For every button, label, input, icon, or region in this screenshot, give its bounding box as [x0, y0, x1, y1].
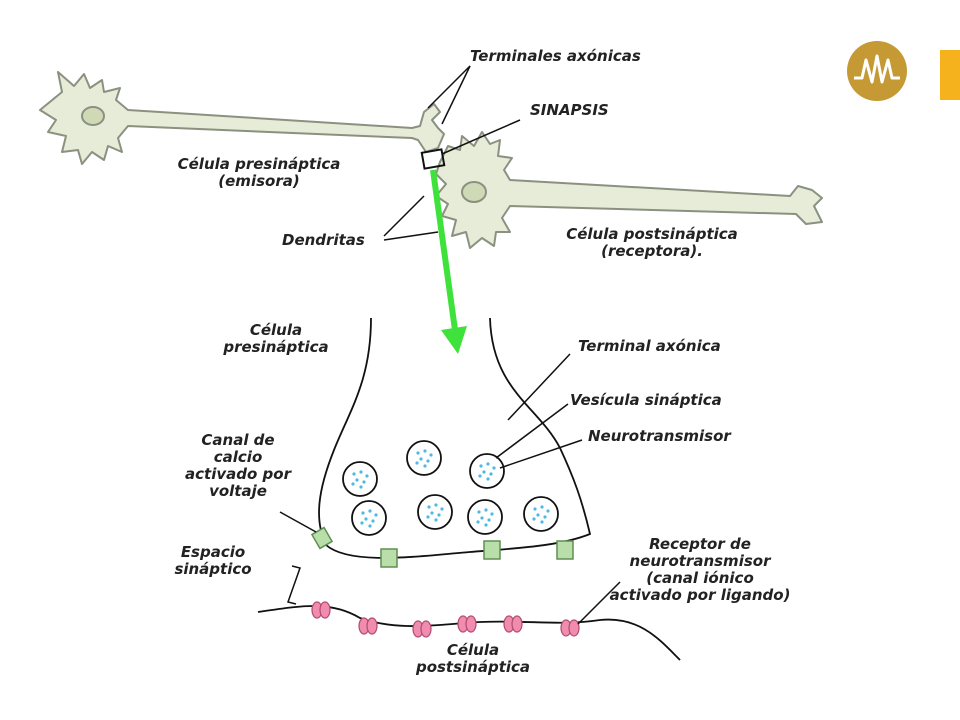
receptor: [412, 620, 432, 638]
label-line: (canal iónico: [646, 569, 754, 587]
presynaptic-neuron: [39, 71, 445, 165]
neurotransmitter-dots: [351, 449, 550, 528]
label-line: Espacio: [180, 543, 246, 561]
label-espacio-sinaptico: Espacio sináptico: [168, 544, 258, 578]
calcium-channel: [310, 526, 334, 550]
calcium-channel: [380, 548, 398, 568]
label-line: Célula postsináptica: [566, 225, 738, 243]
bottom-leader-lines: [279, 353, 621, 625]
vesicle: [351, 500, 387, 536]
label-line: Célula: [446, 641, 500, 659]
label-line: activado por: [185, 465, 291, 483]
label-line: Célula presináptica: [177, 155, 341, 173]
label-line: activado por ligando): [609, 586, 791, 604]
vesicle: [523, 496, 559, 532]
label-line: presináptica: [223, 338, 329, 356]
label-sinapsis: SINAPSIS: [530, 101, 609, 119]
label-line: sináptico: [174, 560, 252, 578]
label-line: Canal de: [201, 431, 275, 449]
label-neurotransmisor: Neurotransmisor: [588, 427, 731, 445]
zoom-arrow-icon: [430, 169, 467, 354]
receptor: [311, 601, 331, 619]
label-terminales-axonicas: Terminales axónicas: [470, 47, 641, 65]
label-line: neurotransmisor: [629, 552, 771, 570]
label-line: (receptora).: [601, 242, 703, 260]
label-vesicula-sinaptica: Vesícula sináptica: [570, 391, 722, 409]
label-line: Receptor de: [649, 535, 751, 553]
label-canal-calcio: Canal de calcio activado por voltaje: [178, 432, 298, 500]
synapse-box: [420, 148, 446, 170]
label-receptor: Receptor de neurotransmisor (canal iónic…: [600, 536, 800, 604]
label-line: voltaje: [209, 482, 267, 500]
receptor: [560, 619, 580, 637]
vesicle: [342, 461, 378, 497]
vesicle: [469, 453, 505, 489]
label-line: (emisora): [218, 172, 300, 190]
label-terminal-axonica: Terminal axónica: [578, 337, 721, 355]
postsynaptic-neuron: [435, 131, 823, 249]
calcium-channel: [556, 540, 574, 560]
accent-bar: [940, 50, 960, 100]
calcium-channels: [310, 526, 574, 568]
vesicle: [417, 494, 453, 530]
label-celula-postsinaptica-bottom: Célula postsináptica: [408, 642, 538, 676]
label-line: postsináptica: [415, 658, 531, 676]
label-celula-presinaptica-bottom: Célula presináptica: [216, 322, 336, 356]
vesicle: [406, 440, 442, 476]
label-line: calcio: [213, 448, 263, 466]
synaptic-vesicles: [342, 440, 559, 536]
receptor: [358, 617, 378, 635]
top-leader-lines: [383, 65, 521, 241]
logo-icon: [847, 41, 907, 101]
label-line: Célula: [249, 321, 303, 339]
calcium-channel: [483, 540, 501, 560]
receptors: [311, 601, 580, 638]
label-celula-postsinaptica-top: Célula postsináptica (receptora).: [562, 226, 742, 260]
receptor: [503, 615, 523, 633]
axon-terminal-outline: [257, 317, 681, 661]
vesicle: [467, 499, 503, 535]
label-celula-presinaptica-top: Célula presináptica (emisora): [174, 156, 344, 190]
label-dendritas: Dendritas: [282, 231, 365, 249]
receptor: [457, 615, 477, 633]
